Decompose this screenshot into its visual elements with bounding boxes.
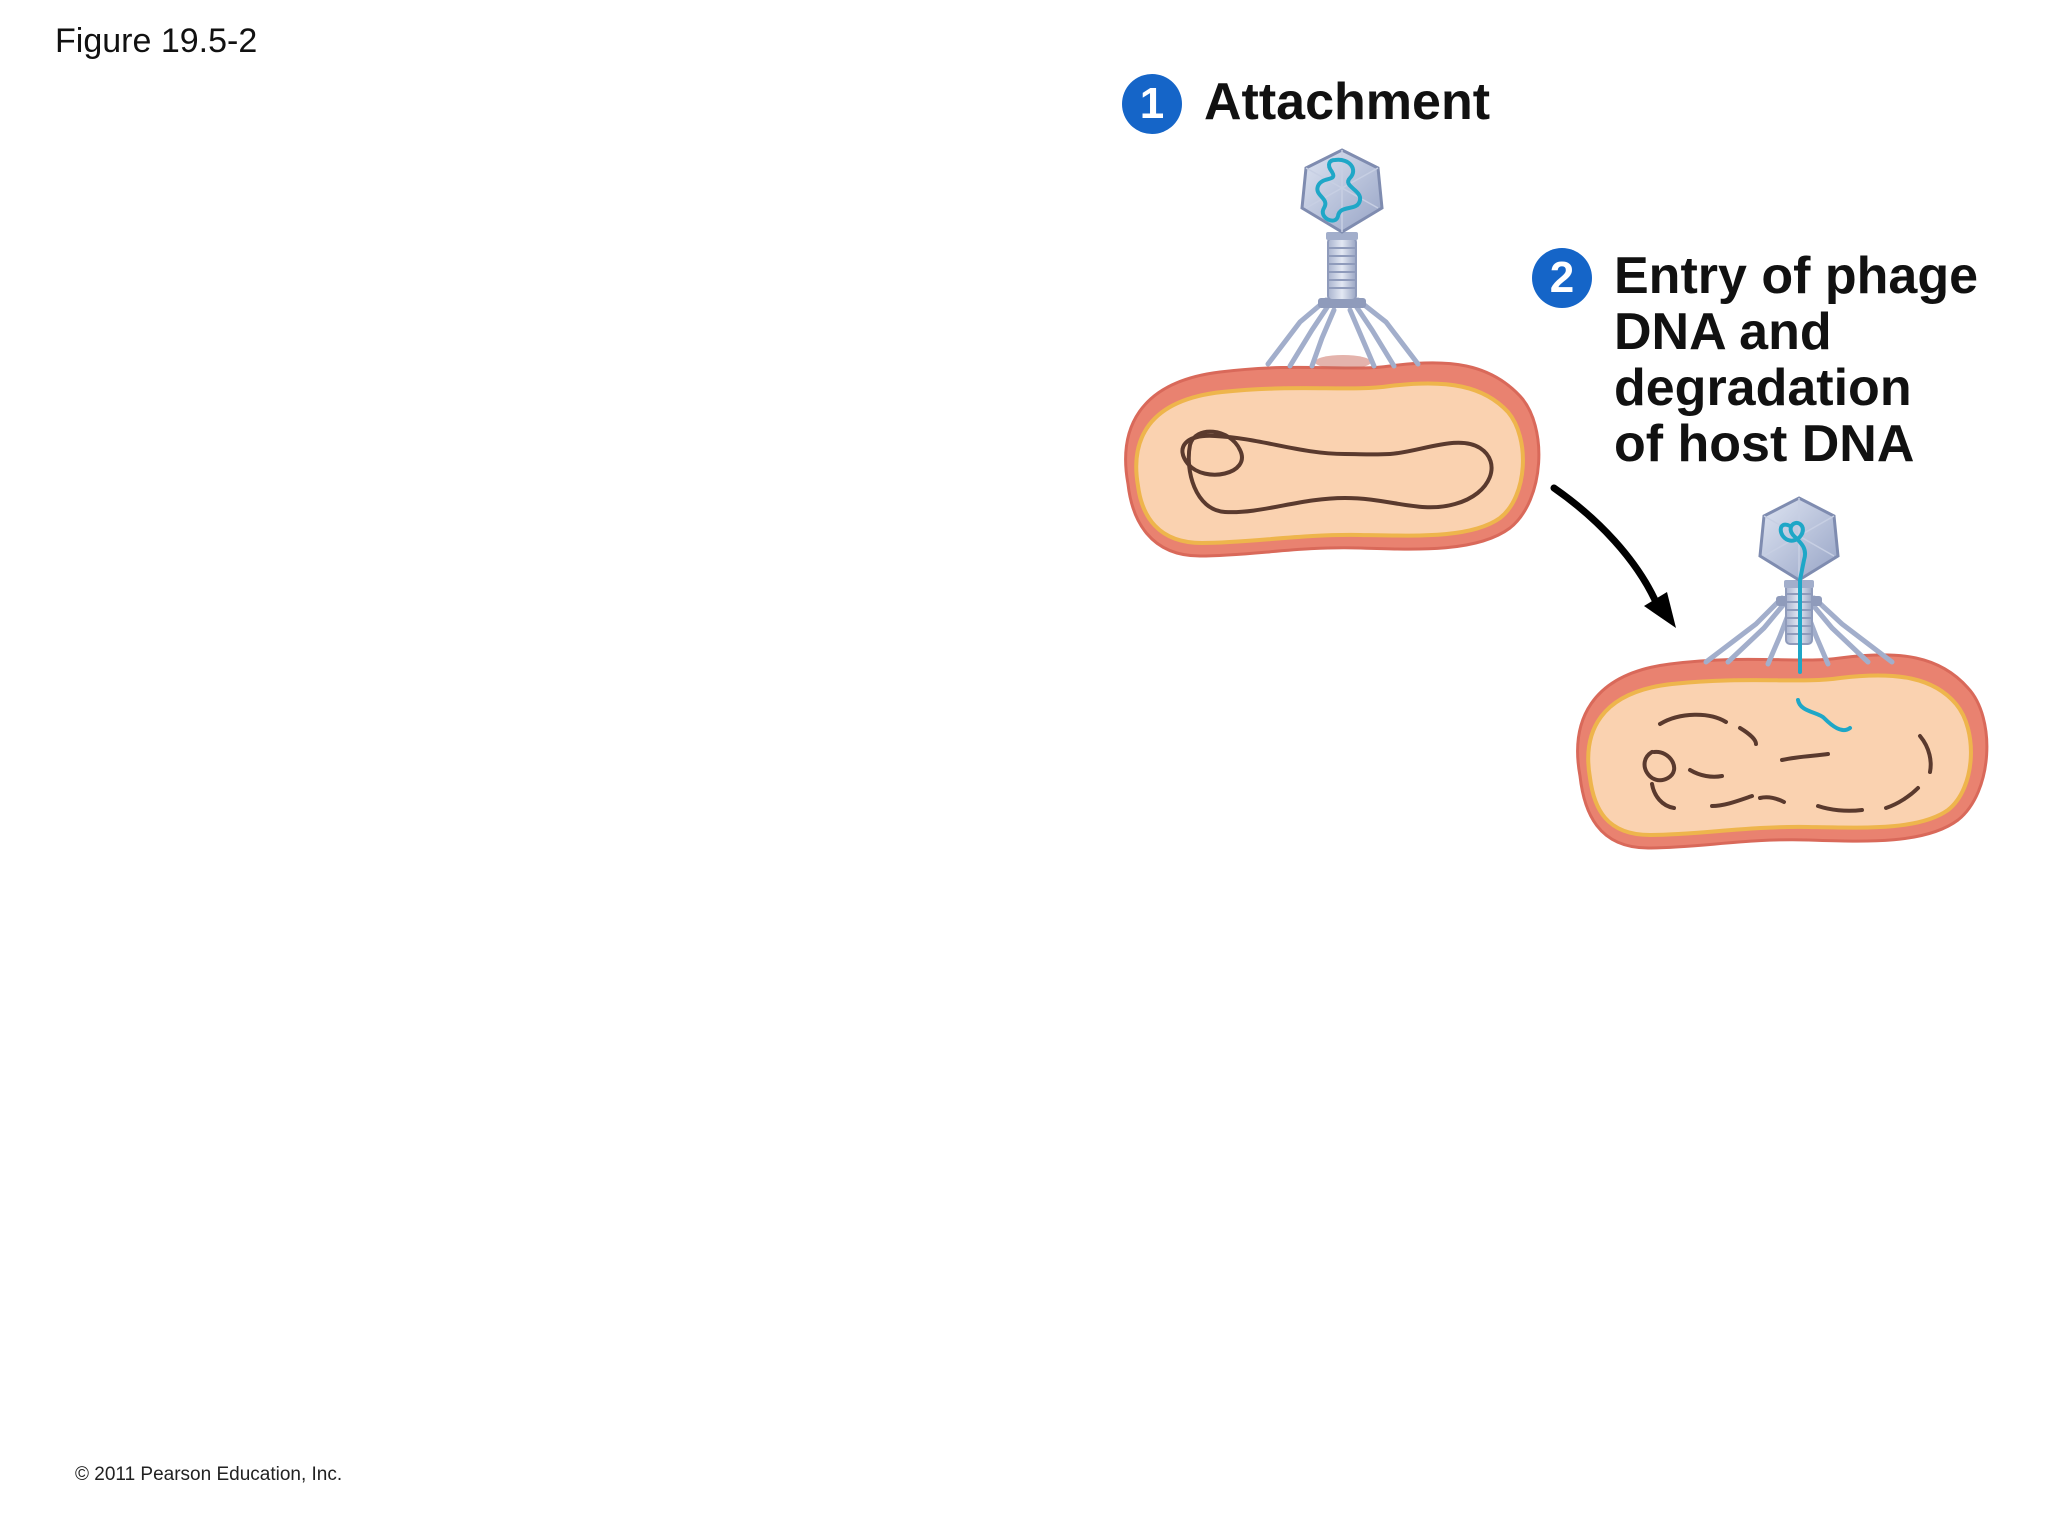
copyright-notice: © 2011 Pearson Education, Inc. (75, 1464, 343, 1485)
step-1-number-badge: 1 (1122, 74, 1182, 134)
step-2: 2 Entry of phage DNA and degradation of … (1532, 248, 1978, 472)
phage-1 (1265, 148, 1421, 369)
bacterium-cell-2 (1576, 653, 1989, 850)
step-2-number-badge: 2 (1532, 248, 1592, 308)
step-1-label: Attachment (1204, 73, 1491, 131)
degraded-host-dna (1642, 712, 1933, 813)
transition-arrow (1550, 484, 1676, 628)
step-2-label: Entry of phage DNA and degradation of ho… (1614, 247, 1979, 473)
phage-2 (1703, 496, 1895, 733)
figure-label: Figure 19.5-2 (55, 22, 258, 60)
injected-phage-dna (1796, 698, 1852, 733)
host-dna-1 (1180, 429, 1494, 515)
step-1: 1 Attachment (1122, 74, 1490, 134)
